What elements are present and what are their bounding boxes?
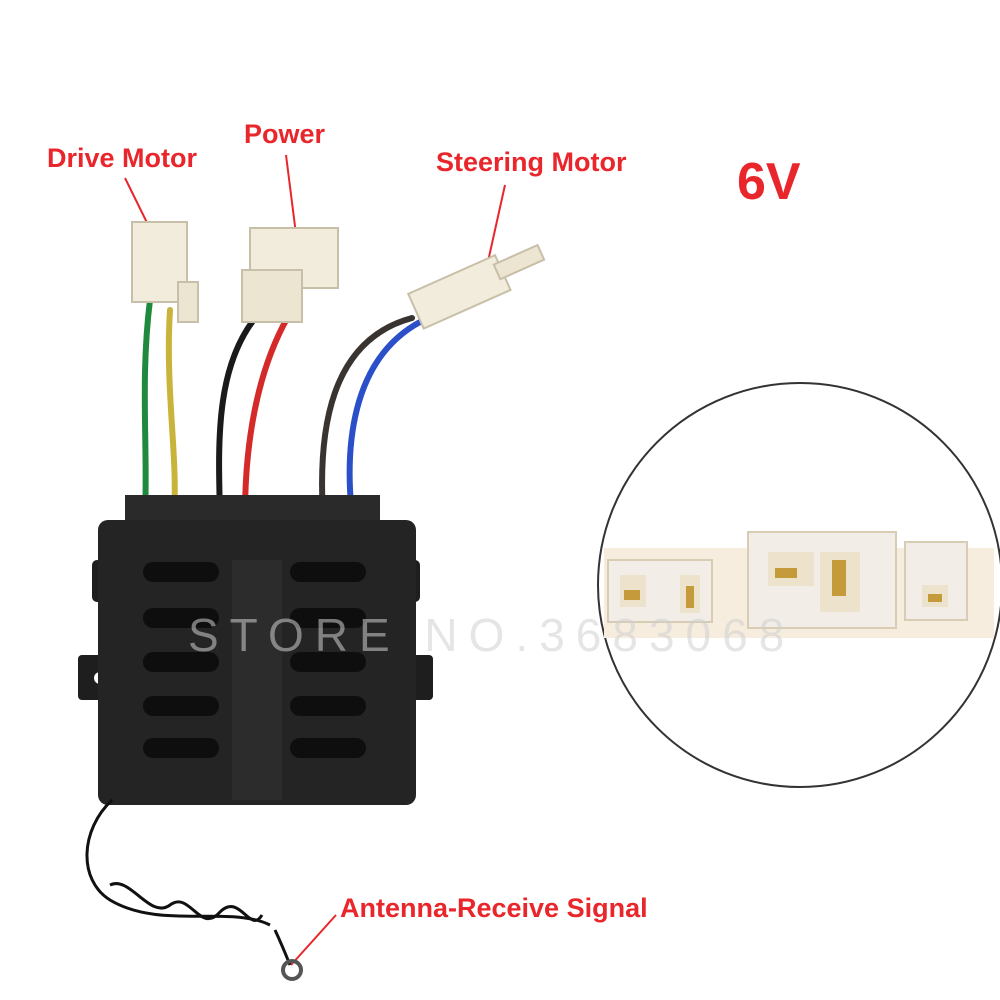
power-label: Power <box>244 119 326 149</box>
controller-box <box>78 495 433 805</box>
connector-closeup <box>597 382 1000 788</box>
store-watermark: STORE NO.3683068 <box>188 609 796 661</box>
steering-motor-label: Steering Motor <box>436 147 627 177</box>
voltage-label: 6V <box>737 153 801 211</box>
drive-motor-label: Drive Motor <box>47 143 198 173</box>
wires <box>141 297 423 518</box>
power-connector <box>241 227 339 323</box>
antenna-wire <box>85 798 303 981</box>
steering-motor-connector <box>406 243 546 330</box>
antenna-label: Antenna-Receive Signal <box>340 893 648 923</box>
drive-motor-connector <box>131 221 199 323</box>
